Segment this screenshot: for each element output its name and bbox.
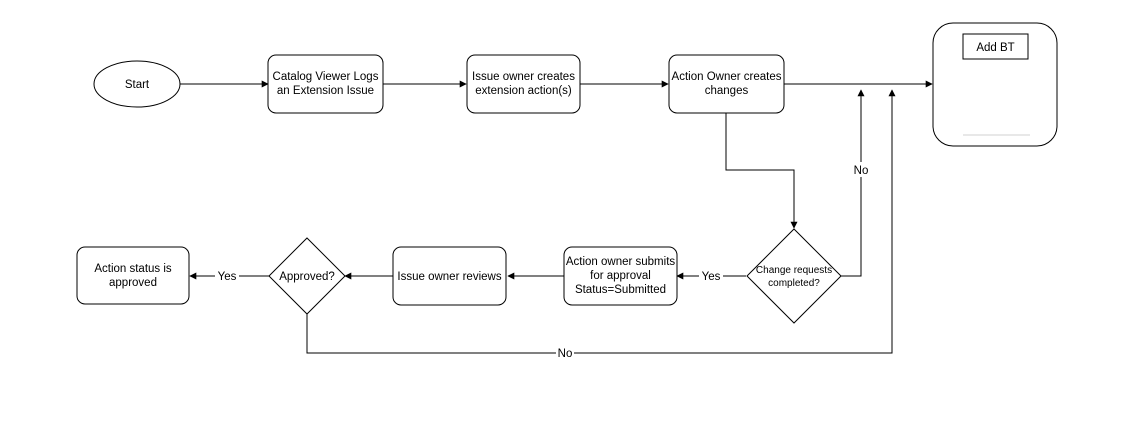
node-action-owner-creates-changes-line2: changes — [705, 85, 749, 97]
decision-change-requests-line1: Change requests — [756, 265, 832, 276]
decision-change-requests-line2: completed? — [768, 278, 820, 289]
node-action-status-approved-line1: Action status is — [94, 263, 172, 275]
node-action-owner-submits-line3: Status=Submitted — [575, 284, 666, 296]
node-action-owner-creates-changes[interactable]: Action Owner creates changes — [668, 54, 785, 114]
edge-labels: No Yes Yes No — [215, 162, 870, 361]
node-action-status-approved-line2: approved — [109, 277, 157, 289]
node-catalog-viewer-logs-line1: Catalog Viewer Logs — [273, 71, 379, 83]
node-add-bt-container[interactable]: Add BT — [932, 22, 1058, 147]
node-action-status-approved[interactable]: Action status is approved — [76, 246, 190, 305]
node-approved-decision[interactable]: Approved? — [268, 237, 346, 315]
node-issue-owner-creates-line1: Issue owner creates — [472, 71, 575, 83]
node-issue-owner-creates[interactable]: Issue owner creates extension action(s) — [466, 54, 581, 114]
node-issue-owner-reviews-label: Issue owner reviews — [397, 271, 501, 283]
decision-approved-label: Approved? — [279, 271, 335, 283]
node-catalog-viewer-logs-line2: an Extension Issue — [277, 85, 374, 97]
edge-label-yes-submit: Yes — [702, 271, 721, 283]
node-issue-owner-reviews[interactable]: Issue owner reviews — [392, 246, 507, 306]
add-bt-button[interactable] — [962, 33, 1029, 60]
node-start[interactable]: Start — [93, 60, 181, 108]
node-action-owner-submits[interactable]: Action owner submits for approval Status… — [563, 246, 678, 306]
node-start-label: Start — [125, 79, 150, 91]
node-action-owner-creates-changes-line1: Action Owner creates — [672, 71, 782, 83]
edge-changes-to-decision — [725, 113, 798, 229]
node-catalog-viewer-logs[interactable]: Catalog Viewer Logs an Extension Issue — [267, 54, 384, 114]
edge-label-no-bottom: No — [558, 348, 573, 360]
node-action-owner-submits-line1: Action owner submits — [566, 256, 676, 268]
edges — [180, 80, 933, 354]
edge-decision-no-loop — [840, 89, 865, 277]
node-change-requests-decision[interactable]: Change requests completed? — [746, 228, 842, 324]
edge-approved-no-loop — [306, 89, 896, 354]
edge-label-yes-approved: Yes — [218, 271, 237, 283]
node-action-owner-submits-line2: for approval — [590, 270, 651, 282]
edge-label-no-right: No — [854, 165, 869, 177]
node-issue-owner-creates-line2: extension action(s) — [475, 85, 572, 97]
add-bt-label: Add BT — [976, 42, 1014, 54]
